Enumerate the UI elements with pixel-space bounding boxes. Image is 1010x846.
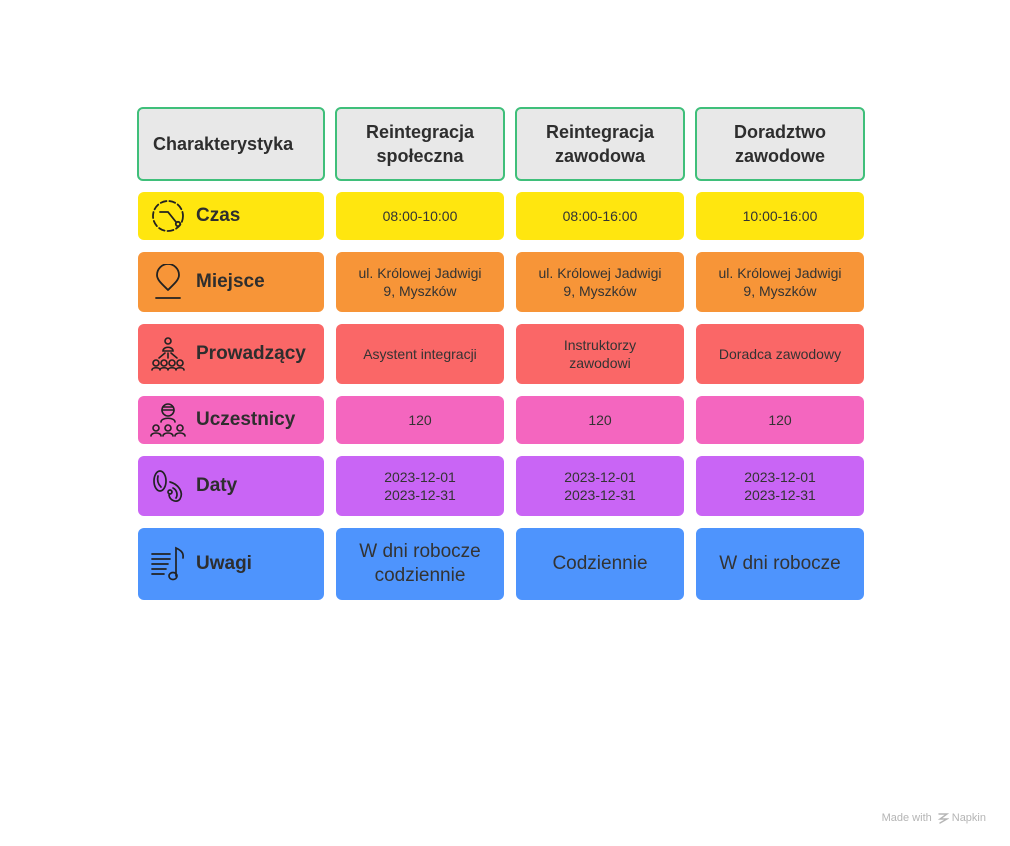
location-pin-icon	[150, 263, 186, 300]
time-vocational-value: 08:00-16:00	[516, 192, 684, 240]
row-label-notes: Uwagi	[138, 528, 324, 600]
napkin-watermark: Made with Napkin	[882, 812, 986, 824]
dates-icon	[150, 468, 186, 504]
header-characteristic-label: Charakterystyka	[153, 134, 294, 154]
place-social-value: ul. Królowej Jadwigi 9, Myszków	[336, 252, 504, 312]
row-label-notes-text: Uwagi	[196, 553, 252, 574]
participants-social-value: 120	[336, 396, 504, 444]
time-social-value: 08:00-10:00	[336, 192, 504, 240]
napkin-brand-text: Napkin	[951, 812, 986, 824]
place-counseling-value: ul. Królowej Jadwigi 9, Myszków	[696, 252, 864, 312]
header-social-reintegration: Reintegracja społeczna	[335, 107, 505, 181]
participants-counseling-value: 120	[696, 396, 864, 444]
dates-vocational-value: 2023-12-01 2023-12-31	[516, 456, 684, 516]
header-social-reintegration-label: Reintegracja społeczna	[365, 122, 475, 166]
row-label-leader: Prowadzący	[138, 324, 324, 384]
header-characteristic: Charakterystyka	[137, 107, 325, 181]
notes-counseling-value: W dni robocze	[696, 528, 864, 600]
place-vocational-value: ul. Królowej Jadwigi 9, Myszków	[516, 252, 684, 312]
row-label-participants: Uczestnicy	[138, 396, 324, 444]
row-label-dates-text: Daty	[196, 475, 238, 496]
row-label-leader-text: Prowadzący	[196, 343, 306, 364]
notes-social-value: W dni robocze codziennie	[336, 528, 504, 600]
row-label-participants-text: Uczestnicy	[196, 409, 296, 430]
header-career-counseling: Doradztwo zawodowe	[695, 107, 865, 181]
notes-vocational-value: Codziennie	[516, 528, 684, 600]
row-label-place-text: Miejsce	[196, 271, 265, 292]
leader-counseling-value: Doradca zawodowy	[696, 324, 864, 384]
row-label-dates: Daty	[138, 456, 324, 516]
clock-icon	[150, 198, 186, 234]
leader-social-value: Asystent integracji	[336, 324, 504, 384]
header-vocational-reintegration-label: Reintegracja zawodowa	[545, 122, 655, 166]
presenter-icon	[150, 336, 186, 372]
row-label-time-text: Czas	[196, 205, 241, 226]
time-counseling-value: 10:00-16:00	[696, 192, 864, 240]
made-with-text: Made with	[881, 812, 932, 824]
notes-icon	[150, 546, 186, 582]
leader-vocational-value: Instruktorzy zawodowi	[516, 324, 684, 384]
dates-social-value: 2023-12-01 2023-12-31	[336, 456, 504, 516]
row-label-time: Czas	[138, 192, 324, 240]
napkin-logo-icon	[937, 812, 950, 824]
header-career-counseling-label: Doradztwo zawodowe	[734, 122, 826, 166]
header-vocational-reintegration: Reintegracja zawodowa	[515, 107, 685, 181]
row-label-place: Miejsce	[138, 252, 324, 312]
participants-icon	[150, 402, 186, 438]
participants-vocational-value: 120	[516, 396, 684, 444]
dates-counseling-value: 2023-12-01 2023-12-31	[696, 456, 864, 516]
